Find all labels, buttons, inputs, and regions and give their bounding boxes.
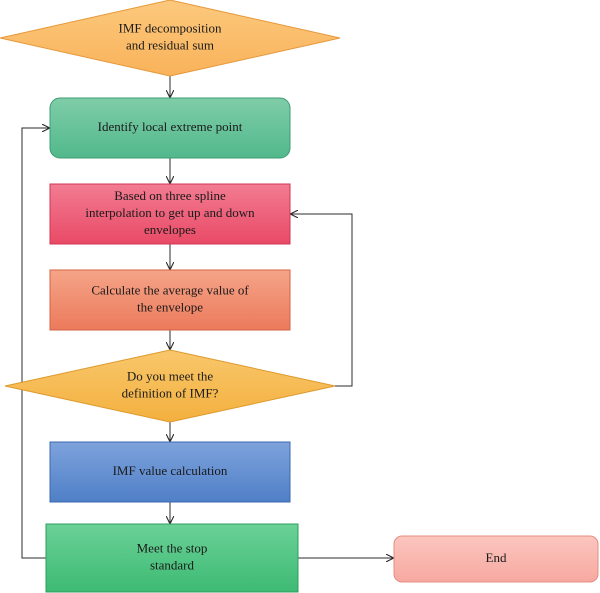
node-imf-definition: Do you meet the definition of IMF? [4, 349, 336, 423]
node-average-value: Calculate the average value of the envelo… [49, 269, 291, 331]
node-label: Calculate the average value of the envelo… [91, 282, 249, 314]
node-label-line: Based on three spline [114, 188, 226, 203]
node-stop-standard: Meet the stop standard [45, 523, 299, 593]
node-identify-extreme: Identify local extreme point [49, 97, 291, 159]
diamond-shape [4, 349, 336, 423]
node-label: Based on three spline interpolation to ge… [85, 188, 255, 237]
node-label-line: and residual sum [126, 37, 214, 52]
node-imf-decomposition: IMF decomposition and residual sum [0, 0, 341, 77]
node-label-line: definition of IMF? [122, 385, 219, 400]
node-label: Identify local extreme point [98, 119, 243, 134]
diamond-shape [0, 0, 341, 77]
node-label-line: IMF decomposition [119, 20, 222, 35]
rounded-rect-shape [393, 535, 599, 583]
edges-layer [21, 76, 393, 559]
rect-shape [49, 441, 291, 503]
node-label-line: End [486, 550, 507, 565]
rounded-rect-shape [49, 97, 291, 159]
rect-shape [45, 523, 299, 593]
node-imf-value: IMF value calculation [49, 441, 291, 503]
node-label: IMF value calculation [113, 463, 228, 478]
node-label-line: interpolation to get up and down [85, 205, 255, 220]
edge-imf-definition-to-spline-interpolation [291, 214, 353, 387]
node-label-line: Calculate the average value of [91, 282, 249, 297]
node-label: Do you meet the definition of IMF? [122, 368, 219, 400]
node-label-line: IMF value calculation [113, 463, 228, 478]
node-label: End [486, 550, 507, 565]
node-label-line: the envelope [137, 299, 203, 314]
node-label-line: standard [150, 557, 195, 572]
node-spline-interpolation: Based on three spline interpolation to ge… [49, 183, 291, 245]
rect-shape [49, 269, 291, 331]
edge-stop-standard-to-identify-extreme [21, 128, 49, 559]
rect-shape [49, 183, 291, 245]
node-label: IMF decomposition and residual sum [119, 20, 222, 52]
node-label-line: envelopes [144, 222, 196, 237]
node-label-line: Do you meet the [127, 368, 214, 383]
node-label-line: Meet the stop [137, 540, 208, 555]
node-label-line: Identify local extreme point [98, 119, 243, 134]
node-end: End [393, 535, 599, 583]
node-label: Meet the stop standard [137, 540, 208, 572]
